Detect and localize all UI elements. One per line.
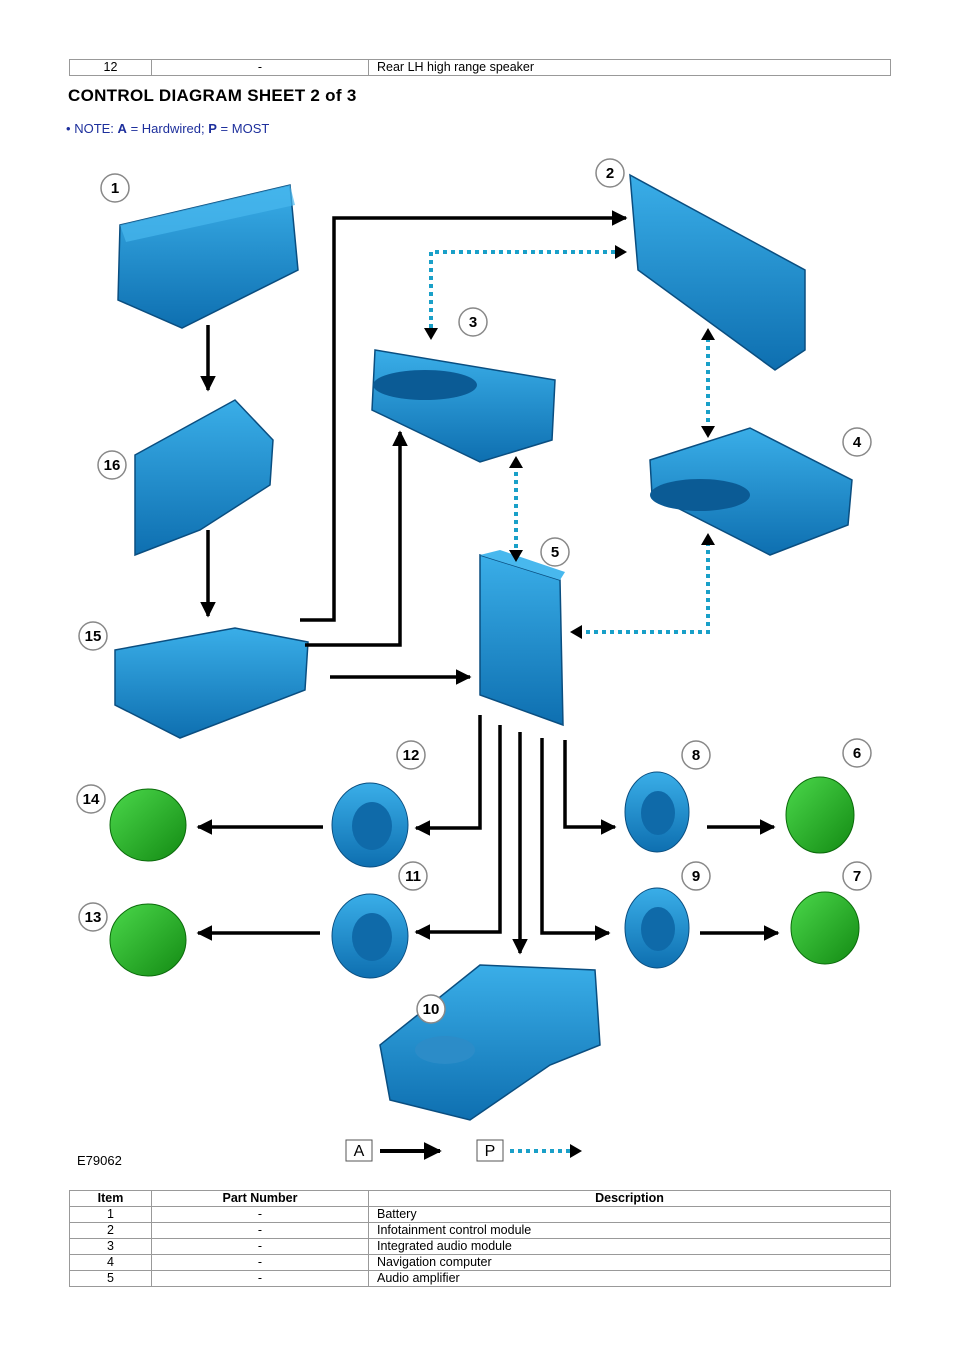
- hardwired-connections: [196, 210, 780, 955]
- callout-label: 13: [85, 909, 102, 926]
- battery-component: [117, 184, 299, 329]
- callout-label: 10: [423, 1001, 440, 1018]
- page-title: CONTROL DIAGRAM SHEET 2 of 3: [68, 86, 357, 105]
- parts-table: Item Part Number Description 1 - Battery…: [69, 1190, 891, 1287]
- speaker-11: [331, 893, 409, 979]
- description-cell: Battery: [368, 1206, 891, 1223]
- bullet: •: [66, 121, 71, 136]
- speaker-8: [624, 771, 690, 853]
- callout-1: 1: [100, 173, 130, 203]
- table-row: 2 - Infotainment control module: [69, 1222, 891, 1239]
- callout-label: 2: [606, 165, 614, 182]
- callout-13: 13: [78, 902, 108, 932]
- callout-label: 7: [853, 868, 861, 885]
- callout-label: 4: [853, 434, 862, 451]
- part-number-cell: -: [151, 1206, 369, 1223]
- description-cell: Navigation computer: [368, 1254, 891, 1271]
- callout-label: 3: [469, 314, 477, 331]
- part-number-cell: -: [151, 1254, 369, 1271]
- integrated-audio-module-component: [371, 349, 556, 463]
- callout-6: 6: [842, 738, 872, 768]
- item-cell: 3: [69, 1238, 152, 1255]
- note-key-p: P: [208, 121, 217, 136]
- part-number-cell: -: [151, 1270, 369, 1287]
- figure-id: E79062: [77, 1153, 122, 1168]
- column-header-item: Item: [69, 1190, 152, 1207]
- callout-10: 10: [416, 994, 446, 1024]
- callout-label: 8: [692, 747, 700, 764]
- item-cell: 12: [69, 59, 152, 76]
- callout-label: 6: [853, 745, 861, 762]
- component-15: [114, 627, 309, 739]
- speaker-13: [109, 903, 187, 977]
- callout-15: 15: [78, 621, 108, 651]
- note-text-a: = Hardwired;: [130, 121, 205, 136]
- audio-amplifier-component: [479, 550, 565, 727]
- table-row: 4 - Navigation computer: [69, 1254, 891, 1271]
- table-row: 3 - Integrated audio module: [69, 1238, 891, 1255]
- table-row: 12 - Rear LH high range speaker: [69, 59, 891, 76]
- note-key-a: A: [117, 121, 127, 136]
- infotainment-module-component: [629, 173, 806, 371]
- callout-label: 14: [83, 791, 100, 808]
- most-arrowheads: [424, 245, 715, 639]
- callout-label: 15: [85, 628, 102, 645]
- navigation-computer-component: [649, 427, 853, 556]
- callout-12: 12: [396, 740, 426, 770]
- callout-14: 14: [76, 784, 106, 814]
- callout-5: 5: [540, 537, 570, 567]
- callout-label: 9: [692, 868, 700, 885]
- part-number-cell: -: [151, 1222, 369, 1239]
- part-number-cell: -: [151, 1238, 369, 1255]
- component-16: [134, 399, 274, 557]
- table-row: 1 - Battery: [69, 1206, 891, 1223]
- item-cell: 4: [69, 1254, 152, 1271]
- note-line: • NOTE: A = Hardwired; P = MOST: [66, 121, 269, 136]
- speaker-6: [785, 776, 855, 854]
- description-cell: Audio amplifier: [368, 1270, 891, 1287]
- column-header-description: Description: [368, 1190, 891, 1207]
- description-cell: Integrated audio module: [368, 1238, 891, 1255]
- legend-a-label: A: [354, 1143, 365, 1160]
- callout-label: 16: [104, 457, 121, 474]
- legend-p-label: P: [485, 1143, 496, 1160]
- description-cell: Infotainment control module: [368, 1222, 891, 1239]
- table-header-row: Item Part Number Description: [69, 1190, 891, 1207]
- parts-table-top: 12 - Rear LH high range speaker: [69, 59, 891, 76]
- callout-label: 12: [403, 747, 420, 764]
- speaker-9: [624, 887, 690, 969]
- callout-2: 2: [595, 158, 625, 188]
- callout-label: 1: [111, 180, 119, 197]
- description-cell: Rear LH high range speaker: [368, 59, 891, 76]
- table-row: 5 - Audio amplifier: [69, 1270, 891, 1287]
- speaker-14: [109, 788, 187, 862]
- callout-16: 16: [97, 450, 127, 480]
- part-number-cell: -: [151, 59, 369, 76]
- callout-label: 11: [405, 868, 421, 885]
- item-cell: 2: [69, 1222, 152, 1239]
- legend: A P: [345, 1139, 582, 1162]
- column-header-part-number: Part Number: [151, 1190, 369, 1207]
- item-cell: 1: [69, 1206, 152, 1223]
- speaker-7: [790, 891, 860, 965]
- note-prefix: NOTE:: [74, 121, 114, 136]
- note-text-p: = MOST: [220, 121, 270, 136]
- subwoofer-component-10: [379, 964, 601, 1121]
- item-cell: 5: [69, 1270, 152, 1287]
- callout-11: 11: [398, 861, 428, 891]
- speaker-12: [331, 782, 409, 868]
- most-connections: [429, 250, 710, 634]
- callout-8: 8: [681, 740, 711, 770]
- callout-9: 9: [681, 861, 711, 891]
- callout-7: 7: [842, 861, 872, 891]
- callout-label: 5: [551, 544, 559, 561]
- callout-3: 3: [458, 307, 488, 337]
- callout-4: 4: [842, 427, 872, 457]
